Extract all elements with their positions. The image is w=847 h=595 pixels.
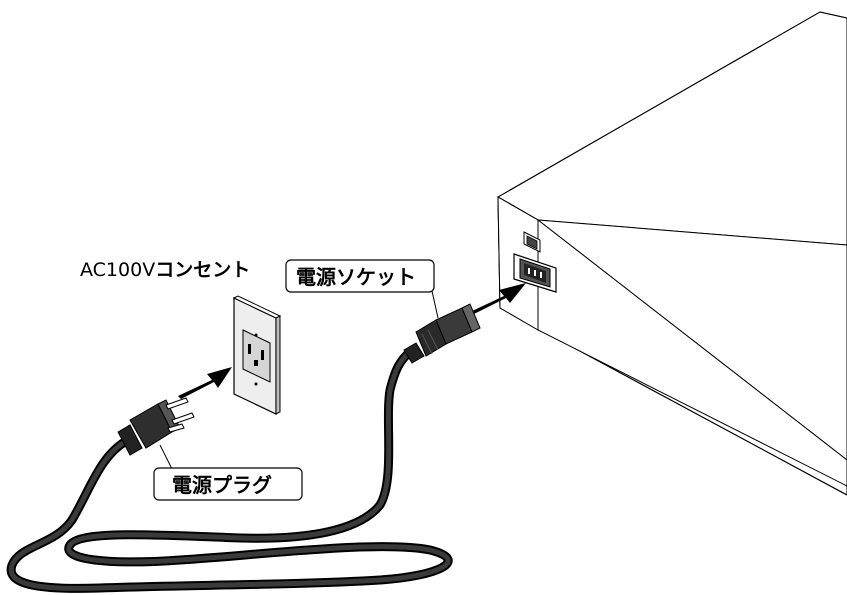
wall-outlet-icon [232, 295, 282, 415]
plug-label: 電源プラグ [172, 473, 272, 497]
power-switch-icon [523, 231, 541, 253]
outlet-label-suffix: コンセント [155, 259, 250, 281]
socket-callout: 電源ソケット [285, 259, 439, 319]
iec-inlet-icon [513, 253, 557, 293]
insert-plug-arrow [178, 367, 232, 399]
ac-plug [117, 397, 195, 456]
chassis-long-face [537, 218, 847, 487]
power-cable [6, 347, 453, 593]
outlet-label: AC100Vコンセント [80, 259, 250, 281]
outlet-label-prefix: AC100V [80, 259, 155, 281]
iec-connector [403, 303, 481, 364]
socket-label: 電源ソケット [296, 265, 416, 289]
chassis-top-face [496, 11, 847, 246]
plug-callout: 電源プラグ [153, 444, 303, 501]
insert-socket-arrow [470, 283, 526, 315]
